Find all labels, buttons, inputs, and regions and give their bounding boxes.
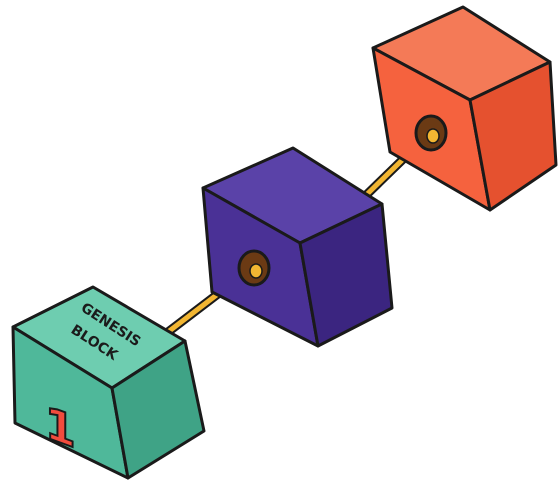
block-middle [201, 146, 394, 348]
genesis-number: 1 [45, 396, 76, 458]
block-genesis: GENESIS BLOCK 1 [11, 285, 206, 480]
block-last [371, 5, 558, 212]
